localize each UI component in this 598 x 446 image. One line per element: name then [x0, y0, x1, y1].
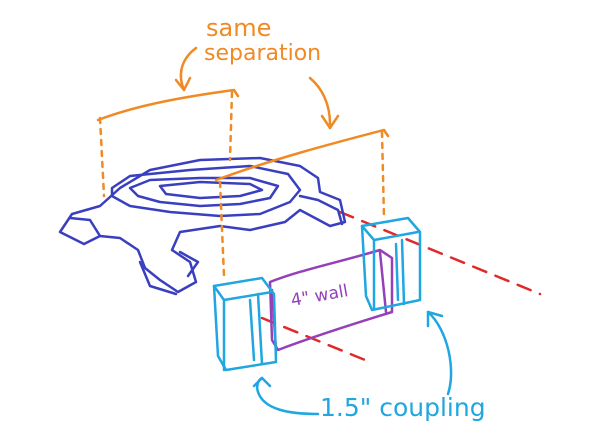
separation-guides: [96, 46, 390, 278]
coupling-arrows: [252, 310, 453, 416]
coupling-right: [360, 216, 422, 312]
red-dashed-axis: [260, 210, 542, 364]
separation-label: separation: [204, 41, 321, 66]
same-label: same: [206, 14, 271, 42]
wall-label: 4" wall: [289, 281, 349, 311]
bracket-sketch: [58, 156, 347, 296]
coupling-left: [212, 276, 278, 372]
coupling-label: 1.5" coupling: [320, 393, 486, 422]
